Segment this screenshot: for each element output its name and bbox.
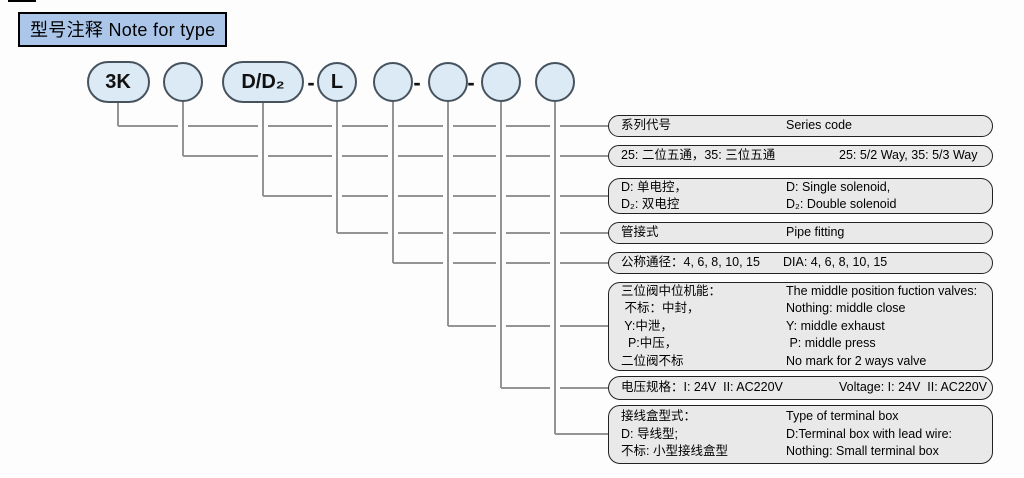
legend-text-en: 25: 5/2 Way, 35: 5/3 Way bbox=[839, 148, 978, 163]
legend-text-zh: 不标：中封， bbox=[621, 301, 700, 316]
code-symbol-label: D/D₂ bbox=[241, 70, 285, 93]
legend-box-way-type: 25: 二位五通，35: 三位五通 25: 5/2 Way, 35: 5/3 Wa… bbox=[608, 145, 993, 167]
legend-row: 接线盒型式： Type of terminal box bbox=[621, 408, 984, 426]
legend-text-en: D: Single solenoid, bbox=[786, 179, 891, 194]
legend-box-middle-position-function: 三位阀中位机能： The middle position fuction valv… bbox=[608, 282, 993, 371]
code-symbol-blank-4 bbox=[373, 62, 413, 102]
legend-box-series-code: 系列代号 Series code bbox=[608, 115, 993, 137]
legend-row: 三位阀中位机能： The middle position fuction valv… bbox=[621, 283, 984, 301]
code-symbol-l: L bbox=[317, 62, 357, 102]
legend-text-zh: D₂: 双电控 bbox=[621, 197, 680, 211]
legend-text-zh: 接线盒型式： bbox=[621, 409, 697, 424]
legend-text-en: Type of terminal box bbox=[786, 409, 899, 424]
legend-box-voltage: 电压规格：I: 24V II: AC220V Voltage: I: 24V II… bbox=[608, 376, 993, 400]
code-symbol-label: L bbox=[330, 70, 344, 93]
legend-text-zh: 不标: 小型接线盒型 bbox=[621, 444, 728, 459]
legend-text-zh: 电压规格：I: 24V II: AC220V bbox=[621, 380, 783, 395]
legend-row: 系列代号 Series code bbox=[621, 117, 984, 135]
legend-box-solenoid-type: D: 单电控， D: Single solenoid, D₂: 双电控 D₂: Dou… bbox=[608, 178, 993, 214]
code-symbol-blank-1 bbox=[163, 62, 203, 102]
legend-row: 公称通径：4, 6, 8, 10, 15 DIA: 4, 6, 8, 10, 15 bbox=[621, 254, 984, 272]
code-symbol-blank-7 bbox=[535, 62, 575, 102]
legend-text-zh: P:中压， bbox=[621, 336, 678, 351]
legend-text-en: Series code bbox=[786, 118, 853, 133]
legend-text-zh: 管接式 bbox=[621, 225, 659, 240]
legend-text-en: Nothing: Small terminal box bbox=[786, 444, 939, 459]
code-separator-dash: - bbox=[307, 70, 315, 95]
legend-row: 25: 二位五通，35: 三位五通 25: 5/2 Way, 35: 5/3 Wa… bbox=[621, 147, 984, 165]
legend-row: P:中压， P: middle press bbox=[621, 335, 984, 353]
legend-text-zh: D: 单电控， bbox=[621, 179, 687, 194]
legend-text-en: P: middle press bbox=[786, 336, 876, 351]
legend-box-diameter: 公称通径：4, 6, 8, 10, 15 DIA: 4, 6, 8, 10, 15 bbox=[608, 252, 993, 274]
legend-text-zh: 公称通径：4, 6, 8, 10, 15 bbox=[621, 255, 760, 270]
legend-text-en: The middle position fuction valves: bbox=[786, 283, 978, 298]
legend-text-en: Nothing: middle close bbox=[786, 301, 906, 316]
legend-text-zh: 三位阀中位机能： bbox=[621, 283, 722, 298]
legend-text-zh: 系列代号 bbox=[621, 118, 672, 133]
page-title: 型号注释 Note for type bbox=[18, 12, 228, 47]
legend-text-en: Pipe fitting bbox=[786, 225, 845, 240]
legend-text-en: Voltage: I: 24V II: AC220V bbox=[839, 380, 988, 395]
code-symbol-3k: 3K bbox=[86, 61, 150, 103]
legend-row: 不标：中封， Nothing: middle close bbox=[621, 300, 984, 318]
legend-text-en: D₂: Double solenoid bbox=[786, 197, 897, 211]
legend-row: 不标: 小型接线盒型 Nothing: Small terminal box bbox=[621, 443, 984, 461]
legend-row: D: 导线型; D:Terminal box with lead wire: bbox=[621, 426, 984, 444]
code-symbol-dd: D/D₂ bbox=[222, 61, 304, 103]
legend-text-zh: 二位阀不标 bbox=[621, 353, 684, 368]
code-separator-dash: - bbox=[413, 70, 421, 95]
legend-text-en: DIA: 4, 6, 8, 10, 15 bbox=[783, 255, 888, 270]
code-separator-dash: - bbox=[467, 70, 475, 95]
legend-text-zh: Y:中泄， bbox=[621, 318, 673, 333]
code-symbol-blank-6 bbox=[481, 62, 521, 102]
legend-text-zh: 25: 二位五通，35: 三位五通 bbox=[621, 148, 776, 163]
legend-row: Y:中泄， Y: middle exhaust bbox=[621, 318, 984, 336]
legend-row: D₂: 双电控 D₂: Double solenoid bbox=[621, 196, 984, 214]
legend-row: 二位阀不标 No mark for 2 ways valve bbox=[621, 353, 984, 371]
legend-text-en: D:Terminal box with lead wire: bbox=[786, 426, 953, 441]
legend-text-en: Y: middle exhaust bbox=[786, 318, 885, 333]
top-edge-mark bbox=[8, 0, 36, 2]
legend-box-pipe-fitting: 管接式 Pipe fitting bbox=[608, 222, 993, 244]
legend-row: D: 单电控， D: Single solenoid, bbox=[621, 179, 984, 197]
legend-box-terminal-box: 接线盒型式： Type of terminal box D: 导线型; D:Termi… bbox=[608, 405, 993, 464]
code-symbol-blank-5 bbox=[428, 62, 468, 102]
code-symbol-label: 3K bbox=[105, 70, 131, 93]
legend-text-en: No mark for 2 ways valve bbox=[786, 353, 927, 368]
legend-row: 管接式 Pipe fitting bbox=[621, 224, 984, 242]
legend-text-zh: D: 导线型; bbox=[621, 426, 678, 441]
legend-row: 电压规格：I: 24V II: AC220V Voltage: I: 24V II… bbox=[621, 379, 988, 397]
